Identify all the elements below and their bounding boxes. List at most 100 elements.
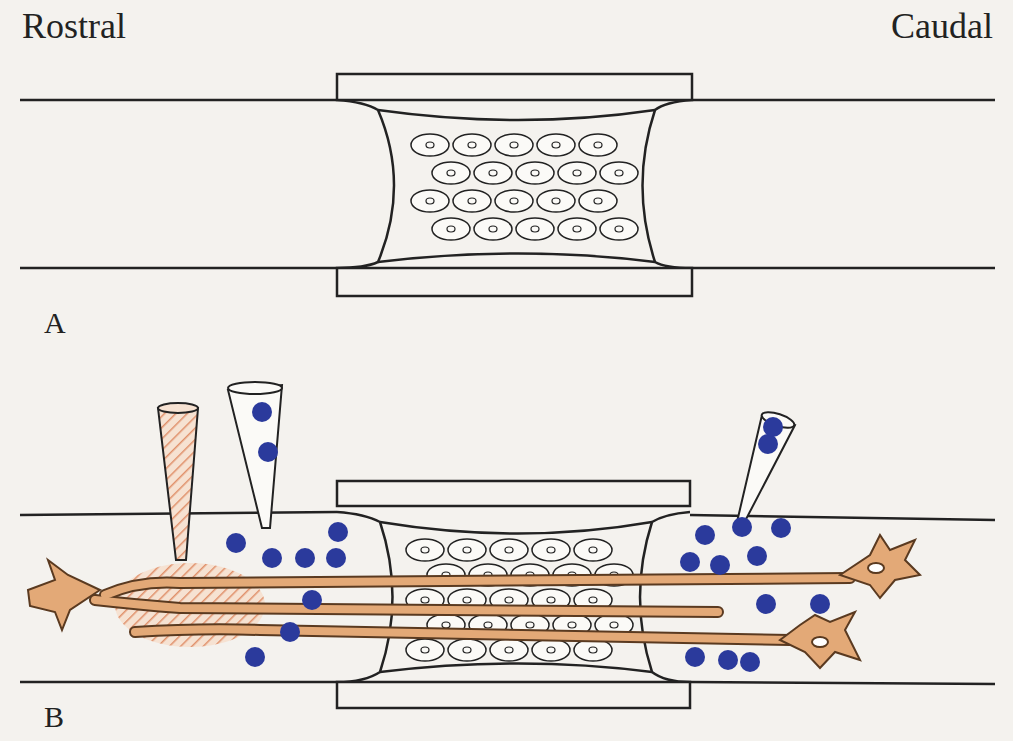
- cell-nucleus: [484, 622, 492, 628]
- cell: [579, 134, 617, 156]
- cell: [532, 539, 570, 561]
- cell: [448, 539, 486, 561]
- neuron-somata: [28, 535, 920, 668]
- panel-label: B: [44, 702, 64, 732]
- cell-nucleus: [526, 622, 534, 628]
- cell: [490, 639, 528, 661]
- cell: [432, 162, 470, 184]
- cell-nucleus: [552, 142, 560, 148]
- cell-nucleus: [568, 622, 576, 628]
- blue-cell: [295, 548, 315, 568]
- axons: [95, 578, 850, 640]
- panel-label: A: [44, 308, 66, 338]
- cell-nucleus: [505, 647, 513, 653]
- cell: [574, 539, 612, 561]
- cell-nucleus: [426, 198, 434, 204]
- cell-pipettes: [228, 382, 796, 528]
- blue-cell: [763, 417, 783, 437]
- cord-a: [20, 100, 995, 268]
- cell-nucleus: [594, 142, 602, 148]
- cell-nucleus: [589, 647, 597, 653]
- cell-nucleus: [468, 198, 476, 204]
- blue-cell: [328, 522, 348, 542]
- cell-nucleus: [505, 597, 513, 603]
- cell-nucleus: [421, 597, 429, 603]
- cell-nucleus: [447, 226, 455, 232]
- cell-nucleus: [573, 170, 581, 176]
- cell-nucleus: [589, 547, 597, 553]
- cell: [406, 539, 444, 561]
- blue-cell: [740, 652, 760, 672]
- cell-nucleus: [421, 547, 429, 553]
- cell-nucleus: [463, 647, 471, 653]
- cell-nucleus: [463, 547, 471, 553]
- cell-nucleus: [552, 198, 560, 204]
- blue-cell: [262, 548, 282, 568]
- cell-nucleus: [510, 142, 518, 148]
- cell: [558, 162, 596, 184]
- blue-cell: [747, 546, 767, 566]
- blue-cell: [680, 552, 700, 572]
- tracer-pipette: [158, 408, 198, 560]
- blue-cell: [326, 548, 346, 568]
- direction-label: Rostral: [22, 8, 126, 44]
- cell: [448, 639, 486, 661]
- cell-nucleus: [531, 226, 539, 232]
- cell: [532, 639, 570, 661]
- blue-cell: [258, 442, 278, 462]
- cell-nucleus: [594, 198, 602, 204]
- cell: [600, 218, 638, 240]
- tube-b: [337, 481, 690, 708]
- cell-nucleus: [489, 170, 497, 176]
- cell: [516, 162, 554, 184]
- blue-cell: [771, 518, 791, 538]
- blue-cell: [710, 555, 730, 575]
- cell: [600, 162, 638, 184]
- cell: [453, 134, 491, 156]
- cell-nucleus: [489, 226, 497, 232]
- blue-cell: [732, 517, 752, 537]
- blue-cell: [756, 594, 776, 614]
- cell-nucleus: [531, 170, 539, 176]
- blue-cell: [245, 647, 265, 667]
- tube-a: [337, 74, 692, 296]
- direction-label: Caudal: [891, 8, 993, 44]
- cell: [495, 190, 533, 212]
- blue-cell: [226, 533, 246, 553]
- blue-cell: [302, 590, 322, 610]
- cell: [474, 162, 512, 184]
- cell: [537, 190, 575, 212]
- blue-cell: [718, 650, 738, 670]
- cell-nucleus: [463, 597, 471, 603]
- cord-b: [20, 512, 995, 684]
- cell: [411, 134, 449, 156]
- cell-nucleus: [468, 142, 476, 148]
- cell: [516, 218, 554, 240]
- cell: [453, 190, 491, 212]
- cell-nucleus: [547, 647, 555, 653]
- cell: [411, 190, 449, 212]
- cell-nucleus: [547, 597, 555, 603]
- blue-cell: [758, 434, 778, 454]
- blue-cell: [810, 594, 830, 614]
- cell-nucleus: [421, 647, 429, 653]
- blue-cell: [685, 647, 705, 667]
- cell-nucleus: [589, 597, 597, 603]
- cell-nucleus: [447, 170, 455, 176]
- cell-nucleus: [615, 226, 623, 232]
- blue-cell: [280, 622, 300, 642]
- blue-cell: [695, 525, 715, 545]
- transplanted-cells: [226, 402, 830, 672]
- cell-nucleus: [547, 547, 555, 553]
- cell: [474, 218, 512, 240]
- cell-nucleus: [505, 547, 513, 553]
- cell-nucleus: [510, 198, 518, 204]
- cell-nucleus: [573, 226, 581, 232]
- cells-a: [411, 134, 638, 240]
- cell-nucleus: [610, 622, 618, 628]
- cell: [432, 218, 470, 240]
- cell: [495, 134, 533, 156]
- blue-cell: [252, 402, 272, 422]
